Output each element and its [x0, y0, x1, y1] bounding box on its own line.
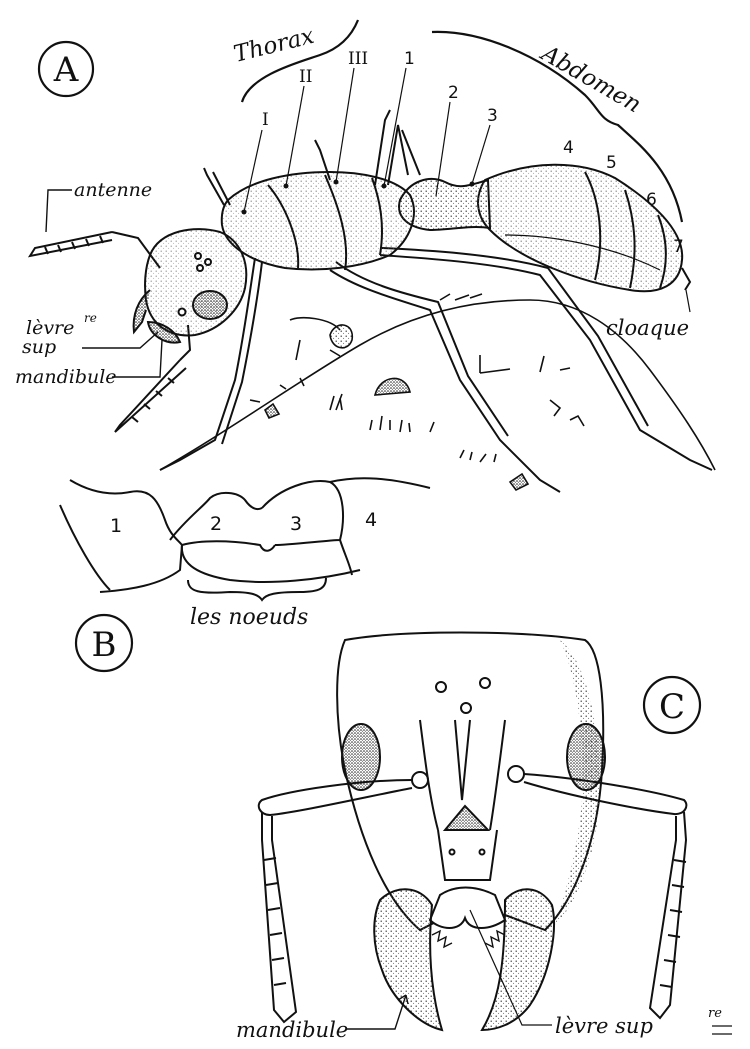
- petiole-number-labels: 1 2 3: [382, 49, 498, 196]
- gaster-label-4: 4: [563, 138, 574, 158]
- panel-a-badge: A: [39, 42, 93, 96]
- noeuds-caption: les noeuds: [190, 605, 308, 630]
- panel-c-badge: C: [644, 677, 700, 733]
- gaster-label-6: 6: [646, 190, 657, 210]
- head-front-view: [337, 633, 605, 1031]
- ant-legs: [160, 110, 712, 492]
- gaster-label-5: 5: [606, 153, 617, 173]
- node-label-3: 3: [290, 513, 302, 535]
- cloaque-leader: [686, 290, 690, 312]
- cloaque-label: cloaque: [606, 316, 689, 340]
- petiole-label-1: 1: [404, 49, 415, 69]
- panel-b-badge: B: [76, 615, 132, 671]
- petiole-closeup-numbers: 1 2 3 4: [110, 509, 377, 537]
- segment-label-I: I: [262, 110, 269, 130]
- segment-label-II: II: [299, 67, 312, 87]
- mandibule-label-a: mandibule: [15, 366, 117, 388]
- mandibule-leader-a: [112, 340, 162, 377]
- panel-b-letter: B: [92, 625, 117, 665]
- mandibule-label-c: mandibule: [236, 1018, 348, 1042]
- levre-label-line2: sup: [22, 336, 56, 358]
- panel-a: A: [15, 20, 715, 492]
- levre-sup-suffix-c: re: [708, 1006, 722, 1021]
- petiole-label-2: 2: [448, 83, 459, 103]
- ant-head: [134, 229, 247, 342]
- levre-leader-c: [712, 1026, 732, 1034]
- node-label-2: 2: [210, 513, 222, 535]
- mandibule-leader-c: [346, 995, 408, 1029]
- node-label-1: 1: [110, 515, 122, 537]
- levre-label-suffix: re: [84, 311, 97, 325]
- levre-sup-label-c: lèvre sup: [555, 1014, 653, 1038]
- panel-a-letter: A: [53, 50, 79, 90]
- abdomen-label: Abdomen: [535, 40, 645, 119]
- ant-abdomen: [478, 165, 690, 292]
- node-label-4: 4: [365, 509, 377, 531]
- petiole-label-3: 3: [487, 106, 498, 126]
- panel-c: C: [236, 633, 732, 1043]
- antenna-left: [30, 232, 160, 268]
- antenne-leader: [46, 190, 72, 232]
- antenne-label: antenne: [74, 179, 152, 201]
- gaster-label-7: 7: [673, 237, 684, 257]
- segment-label-III: III: [348, 49, 368, 69]
- panel-c-letter: C: [659, 687, 685, 727]
